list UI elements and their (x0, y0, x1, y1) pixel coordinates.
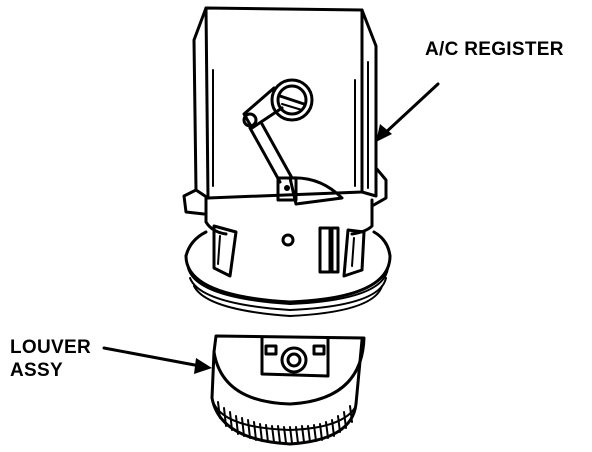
louver-assembly (210, 334, 366, 446)
louver-label-line2: ASSY (10, 360, 63, 381)
ac-register-housing (182, 6, 392, 318)
louver-label-line1: LOUVER (10, 337, 91, 358)
register-label: A/C REGISTER (425, 39, 564, 60)
register-leader-arrow (376, 82, 440, 142)
damper-linkage (242, 78, 314, 202)
louver-leader-arrow (102, 346, 212, 374)
